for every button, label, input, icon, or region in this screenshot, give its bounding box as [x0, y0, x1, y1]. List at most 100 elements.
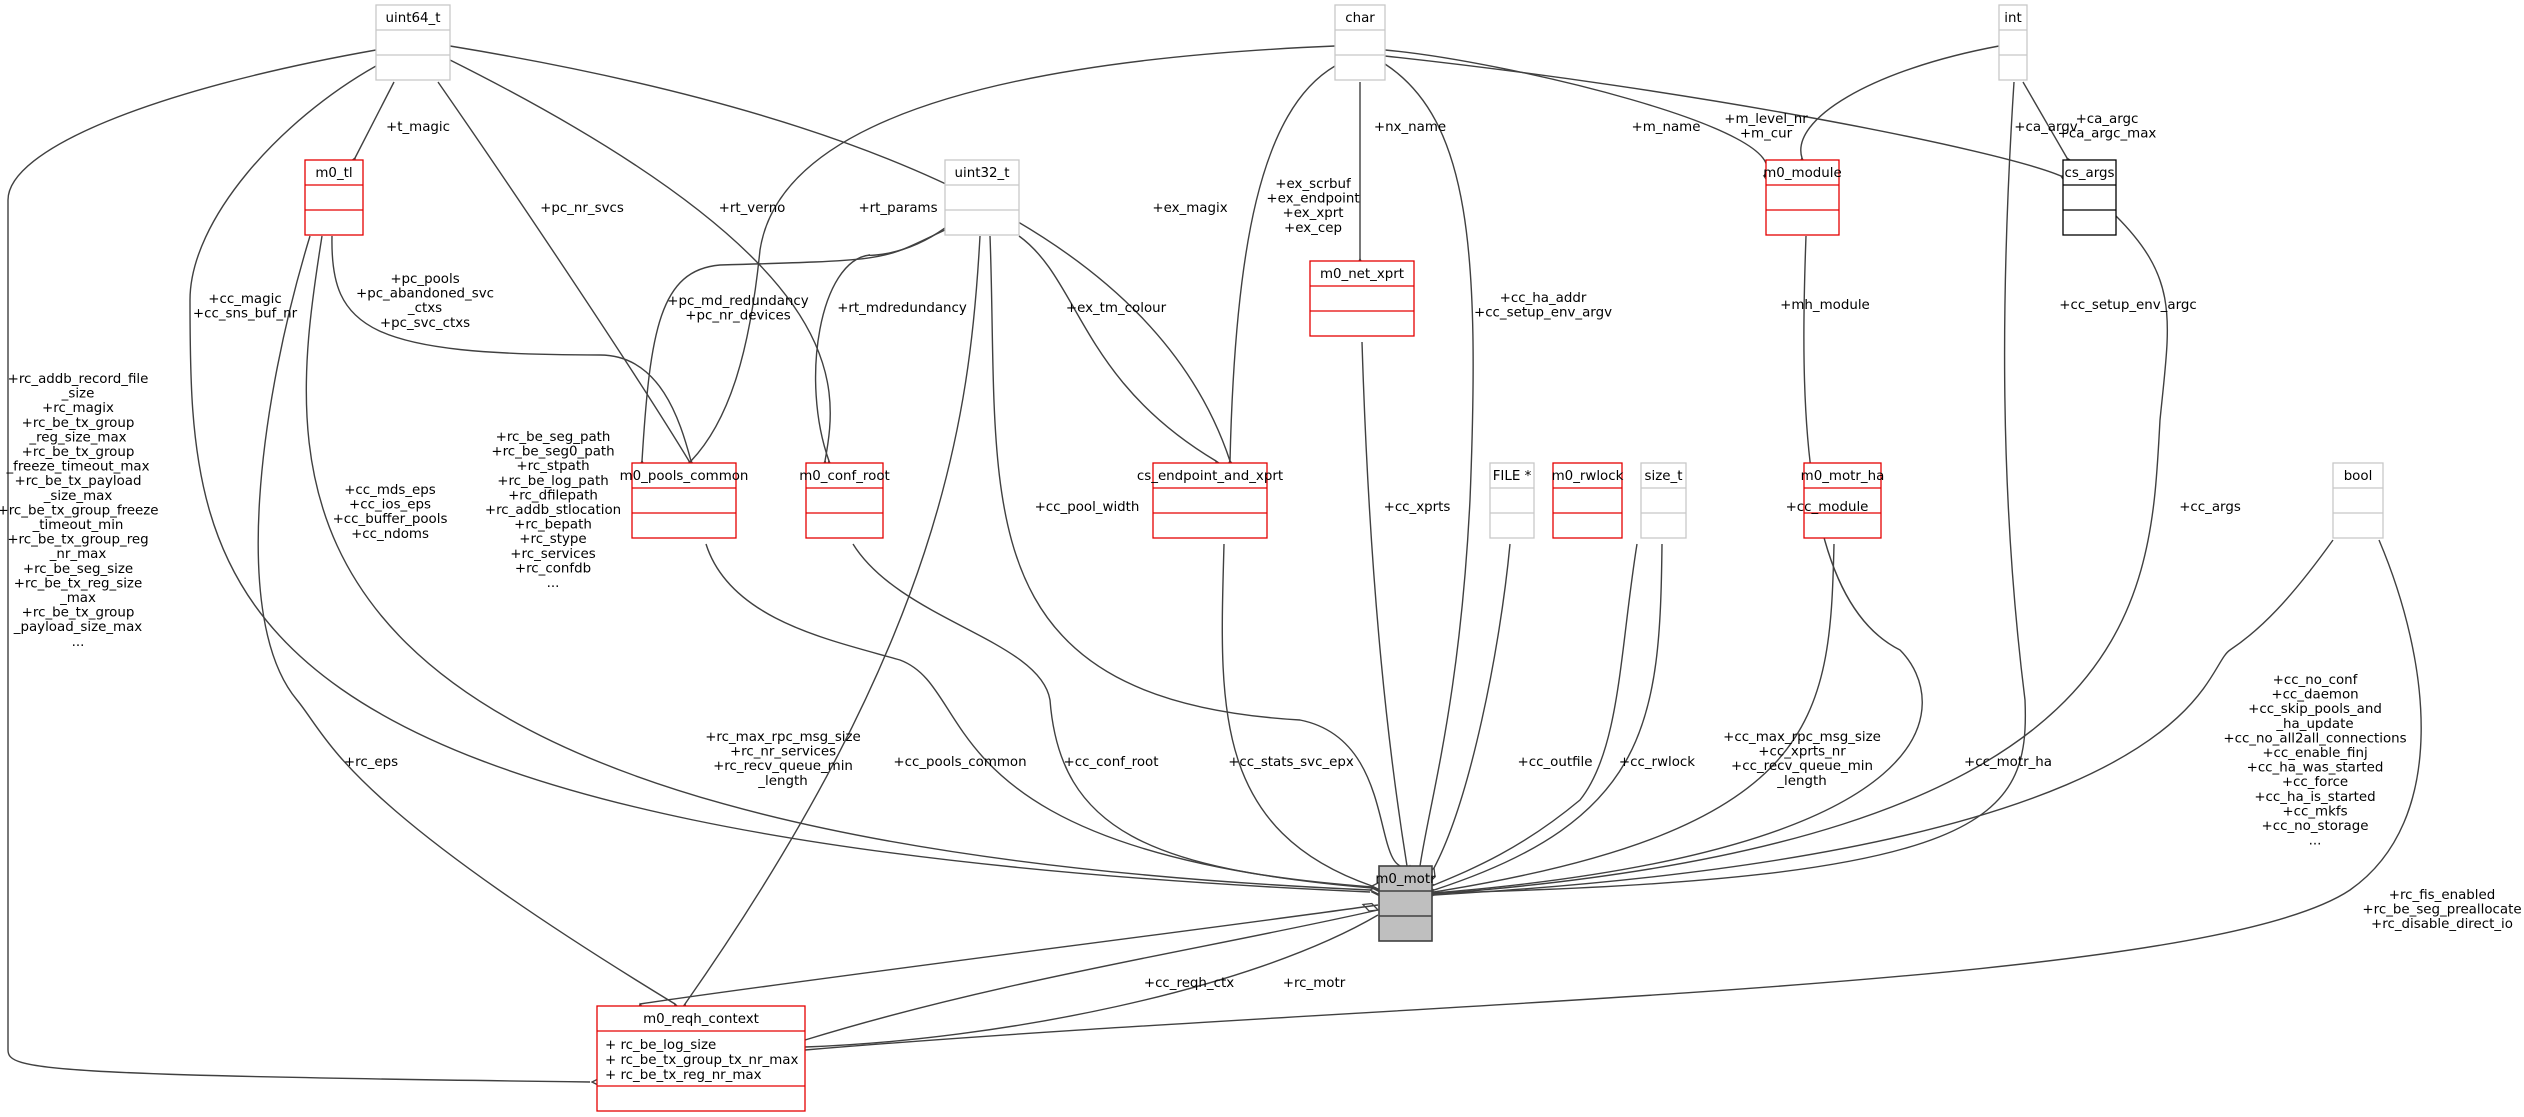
- class-attribute: + rc_be_tx_reg_nr_max: [605, 1068, 762, 1083]
- edge-label-cc-module: +cc_module: [1786, 500, 1869, 515]
- relation-edge: [639, 904, 1379, 1005]
- relation-edge: [684, 235, 981, 1005]
- class-node-uint64-t[interactable]: uint64_t: [375, 4, 451, 81]
- class-name: m0_motr_ha: [1801, 469, 1885, 484]
- relation-edge: [1384, 55, 2062, 177]
- relation-edge: [257, 235, 676, 1005]
- edge-label-pc-pools: +pc_pools+pc_abandoned_svc_ctxs+pc_svc_c…: [356, 272, 494, 331]
- relation-edge: [1433, 539, 2334, 896]
- class-node-m0-motr-ha[interactable]: m0_motr_ha: [1801, 462, 1885, 539]
- class-node-m0-net-xprt[interactable]: m0_net_xprt: [1309, 260, 1415, 337]
- relation-edge: [189, 65, 1371, 893]
- relation-edge: [1018, 235, 1217, 462]
- class-node-cs-endpoint-and-xprt[interactable]: cs_endpoint_and_xprt: [1137, 462, 1283, 539]
- relation-edge: [437, 81, 690, 462]
- relation-edge: [705, 543, 1373, 889]
- class-node-file-ptr[interactable]: FILE *: [1489, 462, 1535, 539]
- class-name: int: [2004, 11, 2021, 26]
- edge-label-cc-setup-env-argc: +cc_setup_env_argc: [2059, 298, 2196, 313]
- class-attribute: + rc_be_log_size: [605, 1038, 716, 1053]
- relation-edge: [1384, 63, 1474, 867]
- class-node-m0-tl[interactable]: m0_tl: [304, 159, 364, 236]
- relation-edge: [989, 235, 1411, 868]
- relation-edge: [814, 227, 946, 462]
- edge-label-ex-magix: +ex_magix: [1152, 201, 1227, 216]
- class-node-char[interactable]: char: [1334, 4, 1386, 81]
- relation-edge: [449, 59, 831, 462]
- edge-label-m-name: +m_name: [1632, 120, 1701, 135]
- relation-edge: [852, 543, 1373, 888]
- class-node-m0-motr[interactable]: m0_motr: [1375, 865, 1436, 942]
- class-name: uint64_t: [386, 11, 441, 26]
- edge-label-cc-ha-addr: +cc_ha_addr+cc_setup_env_argv: [1474, 291, 1612, 321]
- edge-label-pc-nr-svcs: +pc_nr_svcs: [540, 201, 624, 216]
- class-node-cs-args[interactable]: cs_args: [2062, 159, 2117, 236]
- class-node-uint32-t[interactable]: uint32_t: [944, 159, 1020, 236]
- edge-label-rc-addb: +rc_addb_record_file_size+rc_magix+rc_be…: [0, 372, 159, 650]
- relation-edge: [804, 909, 1379, 1041]
- relation-edge: [1229, 65, 1336, 462]
- class-name: m0_net_xprt: [1320, 267, 1404, 282]
- class-attribute: + rc_be_tx_group_tx_nr_max: [605, 1053, 798, 1068]
- relation-edge: [354, 81, 395, 159]
- relation-edge: [1433, 215, 2169, 895]
- class-node-m0-reqh-context[interactable]: m0_reqh_context+ rc_be_log_size+ rc_be_t…: [596, 1005, 806, 1112]
- relation-edge: [305, 235, 1371, 891]
- class-name: m0_tl: [315, 166, 352, 181]
- edge-label-ex-tm-colour: +ex_tm_colour: [1066, 301, 1167, 316]
- edge-label-rt-verno: +rt_verno: [719, 201, 786, 216]
- class-name: uint32_t: [955, 166, 1010, 181]
- edge-label-rt-mdredundancy: +rt_mdredundancy: [837, 301, 967, 316]
- relation-edge: [1433, 543, 1638, 886]
- edge-label-cc-conf-root: +cc_conf_root: [1064, 755, 1159, 770]
- edge-label-rc-eps: +rc_eps: [344, 755, 398, 770]
- edge-label-nx-name: +nx_name: [1374, 120, 1446, 135]
- edge-labels: +t_magic+cc_magic+cc_sns_buf_nr+pc_pools…: [0, 112, 2522, 991]
- class-node-int[interactable]: int: [1998, 4, 2028, 81]
- relation-edge: [1384, 49, 1768, 177]
- edge-label-cc-magic: +cc_magic+cc_sns_buf_nr: [193, 292, 298, 322]
- relation-edge: [1433, 543, 1511, 869]
- relation-edge: [690, 45, 1336, 462]
- class-name: m0_module: [1763, 166, 1841, 181]
- class-name: m0_reqh_context: [643, 1012, 759, 1027]
- class-node-m0-rwlock[interactable]: m0_rwlock: [1552, 462, 1624, 539]
- class-name: FILE *: [1493, 469, 1532, 484]
- edge-label-mh-module: +mh_module: [1780, 298, 1870, 313]
- edge-label-cc-args: +cc_args: [2179, 500, 2241, 515]
- edge-label-m-level-nr: +m_level_nr+m_cur: [1724, 112, 1808, 142]
- edge-label-cc-no-conf: +cc_no_conf+cc_daemon+cc_skip_pools_and_…: [2223, 673, 2406, 849]
- relation-edge: [1800, 45, 2000, 159]
- class-name: m0_conf_root: [799, 469, 890, 484]
- edge-label-cc-rwlock: +cc_rwlock: [1619, 755, 1695, 770]
- class-name: m0_motr: [1375, 872, 1436, 887]
- relation-edge: [331, 235, 692, 462]
- edge-label-rt-params: +rt_params: [858, 201, 937, 216]
- relation-edge: [1221, 543, 1373, 887]
- class-node-m0-pools-common[interactable]: m0_pools_common: [620, 462, 749, 539]
- class-name: bool: [2344, 469, 2373, 484]
- relation-edge: [2022, 81, 2068, 159]
- class-name: size_t: [1645, 469, 1683, 484]
- relation-edge: [1433, 543, 1835, 893]
- class-node-m0-conf-root[interactable]: m0_conf_root: [799, 462, 890, 539]
- relation-edge: [1361, 341, 1408, 867]
- relation-edge: [1433, 235, 1923, 894]
- class-name: char: [1345, 11, 1375, 26]
- edge-label-cc-pools-common: +cc_pools_common: [893, 755, 1026, 770]
- edge-label-rc-motr: +rc_motr: [1283, 976, 1346, 991]
- edge-label-cc-pool-width: +cc_pool_width: [1035, 500, 1140, 515]
- relation-edge: [804, 914, 1379, 1048]
- relation-edge: [641, 229, 946, 462]
- relation-edge: [1433, 81, 2027, 894]
- edge-label-cc-mds-eps: +cc_mds_eps+cc_ios_eps+cc_buffer_pools+c…: [333, 483, 448, 542]
- class-name: m0_rwlock: [1552, 469, 1624, 484]
- edge-label-cc-stats-svc-epx: +cc_stats_svc_epx: [1228, 755, 1354, 770]
- edge-label-rc-max-rpc: +rc_max_rpc_msg_size+rc_nr_services+rc_r…: [705, 730, 861, 789]
- class-node-m0-module[interactable]: m0_module: [1763, 159, 1842, 236]
- class-node-size-t[interactable]: size_t: [1640, 462, 1687, 539]
- class-node-bool[interactable]: bool: [2332, 462, 2384, 539]
- class-name: m0_pools_common: [620, 469, 749, 484]
